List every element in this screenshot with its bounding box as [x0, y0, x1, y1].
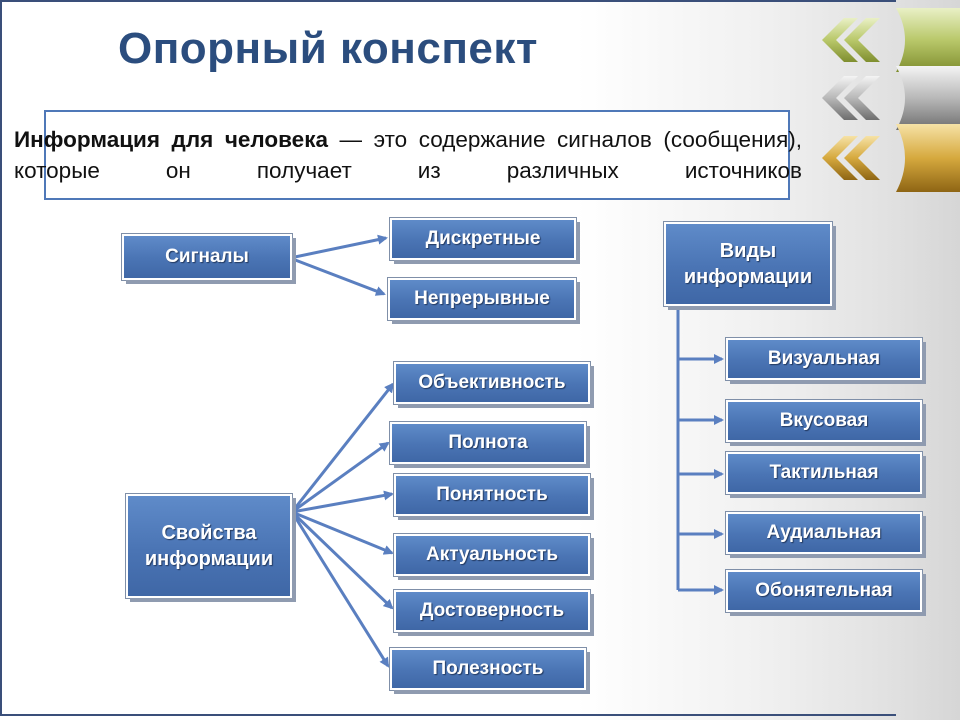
slide-frame [0, 0, 896, 716]
signals-node: Сигналы [122, 234, 292, 280]
kind-item: Визуальная [726, 338, 922, 380]
definition-frame [44, 110, 790, 200]
signal-type-continuous: Непрерывные [388, 278, 576, 320]
property-item: Достоверность [394, 590, 590, 632]
chevron-decoration-icon [822, 8, 960, 192]
kind-item: Обонятельная [726, 570, 922, 612]
property-item: Объективность [394, 362, 590, 404]
kinds-node: Виды информации [664, 222, 832, 306]
kind-item: Вкусовая [726, 400, 922, 442]
properties-node: Свойства информации [126, 494, 292, 598]
definition-text: Информация для человека — это содержание… [14, 124, 802, 186]
property-item: Полнота [390, 422, 586, 464]
definition-body: — это содержание сигналов (сообщения), к… [14, 127, 802, 183]
kind-item: Тактильная [726, 452, 922, 494]
kind-item: Аудиальная [726, 512, 922, 554]
property-item: Актуальность [394, 534, 590, 576]
definition-term: Информация для человека [14, 127, 328, 152]
properties-node-label: Свойства информации [144, 522, 274, 570]
page-title: Опорный конспект [118, 24, 538, 73]
property-item: Понятность [394, 474, 590, 516]
kinds-node-label: Виды информации [683, 240, 813, 288]
signal-type-discrete: Дискретные [390, 218, 576, 260]
property-item: Полезность [390, 648, 586, 690]
